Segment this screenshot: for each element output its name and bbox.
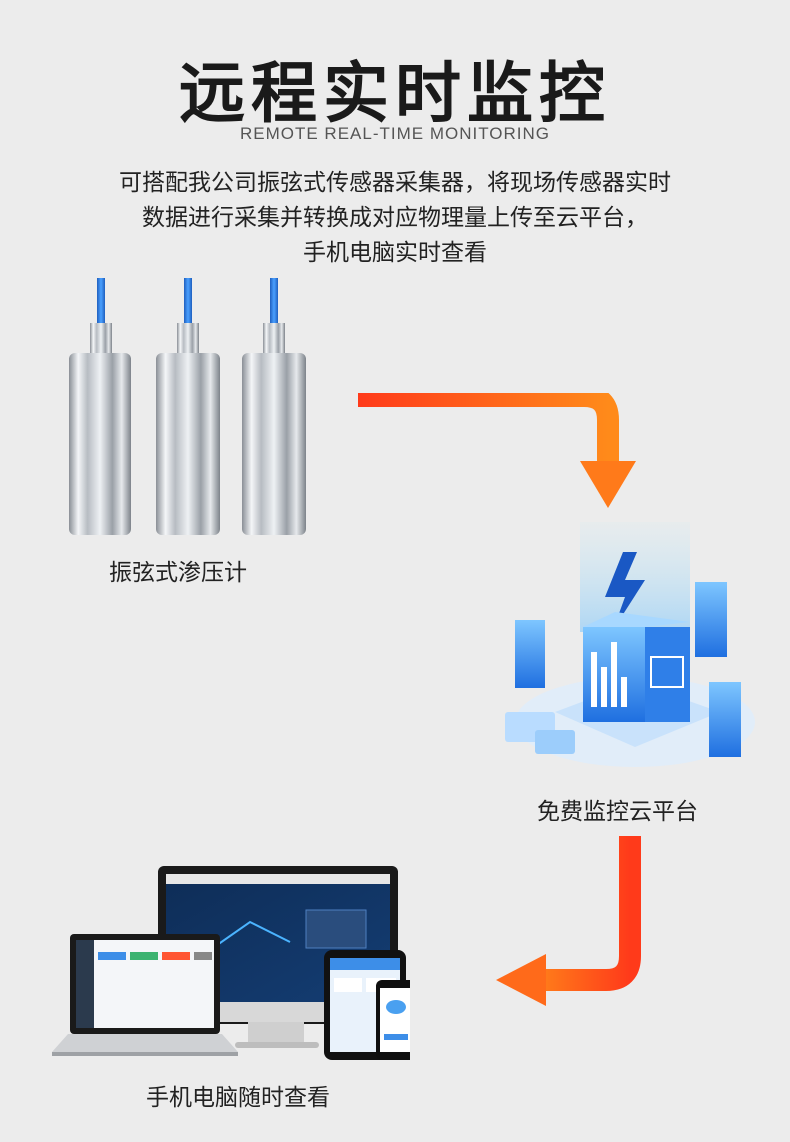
page-subtitle: REMOTE REAL-TIME MONITORING bbox=[239, 124, 551, 143]
cloud-platform-image bbox=[505, 522, 755, 767]
devices-label: 手机电脑随时查看 bbox=[146, 1085, 330, 1111]
description-line-1: 可搭配我公司振弦式传感器采集器，将现场传感器实时 bbox=[119, 170, 671, 196]
cloud-label: 免费监控云平台 bbox=[537, 799, 698, 825]
arrow-left-icon bbox=[496, 836, 641, 1006]
sensor-3 bbox=[242, 278, 306, 535]
sensor-label: 振弦式渗压计 bbox=[109, 560, 247, 586]
devices-image bbox=[52, 866, 410, 1060]
description-line-2: 数据进行采集并转换成对应物理量上传至云平台， bbox=[142, 205, 648, 231]
sensor-2 bbox=[156, 278, 220, 535]
arrow-down-icon bbox=[358, 393, 636, 508]
page-title: 远程实时监控 bbox=[179, 55, 611, 132]
vibrating-wire-piezometer-image bbox=[69, 278, 306, 535]
sensor-1 bbox=[69, 278, 131, 535]
description-line-3: 手机电脑实时查看 bbox=[303, 240, 487, 266]
description: 可搭配我公司振弦式传感器采集器，将现场传感器实时 数据进行采集并转换成对应物理量… bbox=[0, 166, 790, 271]
